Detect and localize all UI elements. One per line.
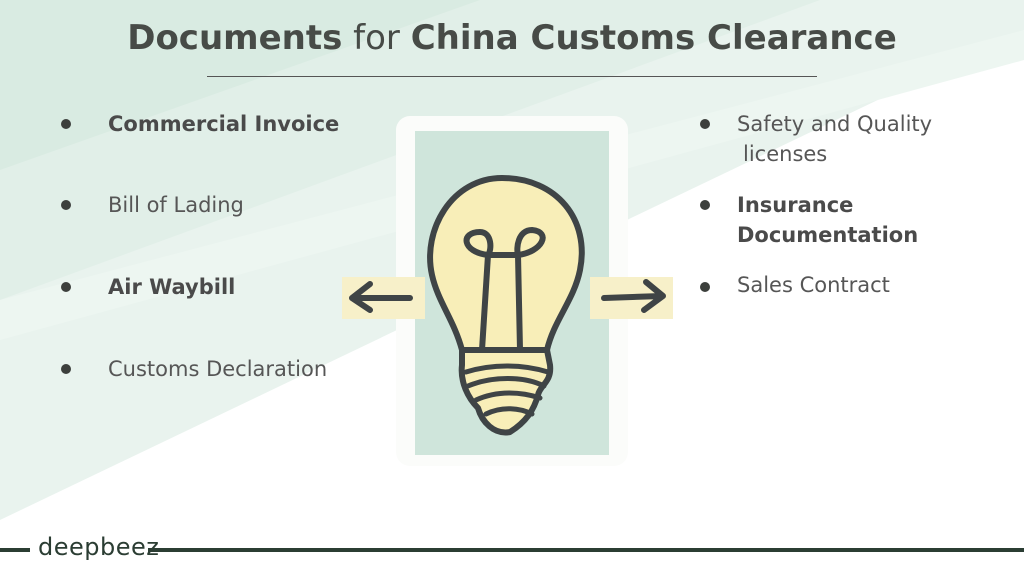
list-item-customs-declaration: Customs Declaration [108,357,328,381]
list-item-safety-quality: Safety and Quality licenses [737,109,932,169]
list-item-line: Safety and Quality [737,112,933,136]
list-item-commercial-invoice: Commercial Invoice [108,112,340,136]
bullet-dot [61,282,71,292]
list-item-line: licenses [743,142,828,166]
title-strong-2: China Customs Clearance [410,18,897,58]
arrow-right-icon [601,279,666,313]
list-item-line: Documentation [737,223,919,247]
brand-logo: deepbeez [38,533,160,561]
footer-line-right [148,548,1024,552]
lightbulb-icon [349,175,666,436]
title-connector: for [342,18,411,58]
bullet-dot [700,200,710,210]
list-item-air-waybill: Air Waybill [108,275,236,299]
bullet-dot [700,119,710,129]
bullet-dot [61,119,71,129]
arrow-left-icon [349,281,413,313]
list-item-line: Insurance [737,193,854,217]
list-item-insurance: Insurance Documentation [737,190,918,250]
title-strong-1: Documents [127,18,343,58]
page-title: Documents for China Customs Clearance [0,18,1024,58]
bullet-dot [61,364,71,374]
title-underline [207,76,817,77]
footer-line-left [0,548,30,552]
bullet-dot [61,200,71,210]
bullet-dot [700,282,710,292]
list-item-sales-contract: Sales Contract [737,273,890,297]
list-item-bill-of-lading: Bill of Lading [108,193,244,217]
